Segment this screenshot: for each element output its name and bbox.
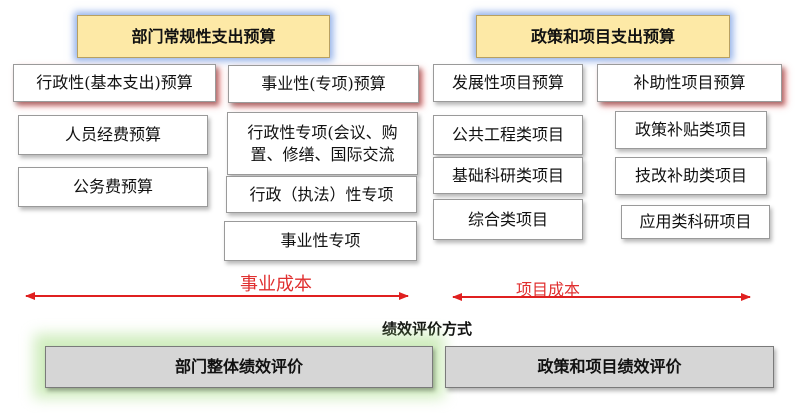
header-routine-expenditure: 部门常规性支出预算 xyxy=(77,15,330,58)
label-public-cost: 事业成本 xyxy=(240,274,312,295)
box-policy-project-evaluation: 政策和项目绩效评价 xyxy=(445,346,774,388)
box-public-works-projects: 公共工程类项目 xyxy=(433,115,583,155)
box-admin-basic-budget: 行政性(基本支出)预算 xyxy=(13,64,216,102)
box-personnel-budget: 人员经费预算 xyxy=(18,115,208,155)
box-applied-research-projects: 应用类科研项目 xyxy=(621,205,770,239)
box-overall-department-evaluation: 部门整体绩效评价 xyxy=(45,346,433,388)
box-comprehensive-projects: 综合类项目 xyxy=(433,199,583,240)
box-development-project-budget: 发展性项目预算 xyxy=(433,64,583,102)
box-subsidy-project-budget: 补助性项目预算 xyxy=(597,64,782,102)
box-law-enforcement-special: 行政（执法）性专项 xyxy=(226,176,417,213)
evaluation-method-title: 绩效评价方式 xyxy=(382,320,473,338)
box-public-special-budget: 事业性(专项)预算 xyxy=(228,65,419,103)
box-admin-special-items: 行政性专项(会议、购置、修缮、国际交流 xyxy=(227,112,418,175)
box-basic-research-projects: 基础科研类项目 xyxy=(433,157,583,194)
box-public-special: 事业性专项 xyxy=(224,221,417,261)
header-policy-project-expenditure: 政策和项目支出预算 xyxy=(476,15,730,58)
box-office-expense-budget: 公务费预算 xyxy=(18,167,208,207)
box-tech-subsidy-projects: 技改补助类项目 xyxy=(615,157,767,195)
box-policy-subsidy-projects: 政策补贴类项目 xyxy=(615,111,767,149)
